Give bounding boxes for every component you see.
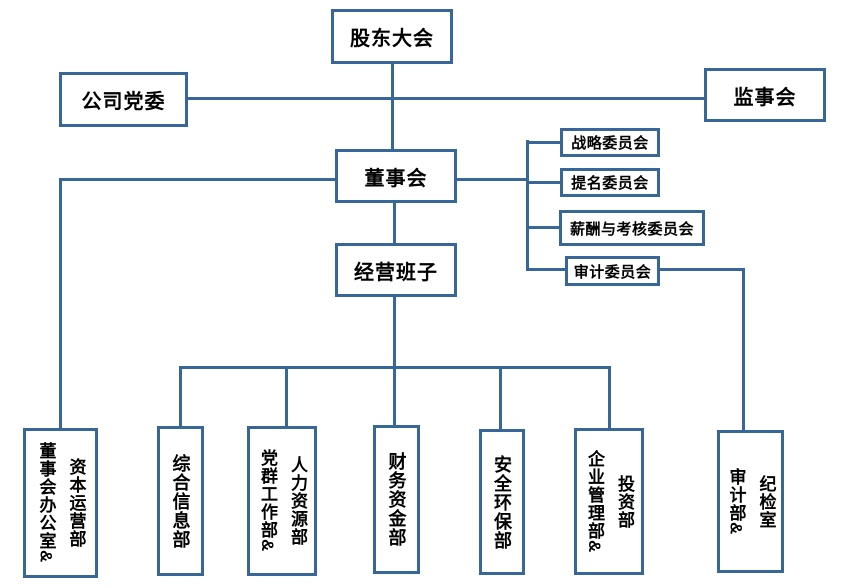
node-nomination-committee: 提名委员会 (560, 168, 660, 197)
connector-board-management (393, 202, 396, 245)
node-board-of-directors: 董事会 (335, 149, 457, 203)
dept-column: 投资部 (615, 474, 634, 529)
dept-column: 企业管理部& (585, 449, 604, 554)
node-dept-investment-enterprise-management: 投资部 企业管理部& (574, 428, 644, 575)
connector-stub-nomination (526, 181, 562, 184)
node-compensation-assessment-committee: 薪酬与考核委员会 (559, 210, 705, 246)
node-nomination-committee-label: 提名委员会 (571, 175, 649, 192)
dept-column: 综合信息部 (170, 453, 191, 549)
node-management-team: 经营班子 (335, 243, 457, 297)
connector-management-bar (393, 296, 396, 368)
node-supervisory-board-label: 监事会 (733, 86, 797, 109)
node-strategy-committee: 战略委员会 (560, 128, 660, 157)
node-dept-general-information: 综合信息部 (157, 426, 204, 576)
connector-drop-hr-party (285, 366, 288, 428)
node-dept-general-information-label: 综合信息部 (170, 454, 192, 549)
connector-board-left (59, 178, 336, 181)
dept-column: 董事会办公室& (36, 442, 56, 564)
node-dept-hr-party-mass-work: 人力资源部 党群工作部& (247, 426, 317, 576)
connector-party-supervisory (188, 97, 705, 100)
node-dept-safety-environment: 安全环保部 (479, 429, 525, 575)
node-dept-discipline-inspection-audit: 纪检室 审计部& (717, 430, 784, 573)
node-dept-board-office-capital-operations-label: 资本运营部 董事会办公室& (31, 442, 91, 563)
node-dept-investment-enterprise-management-label: 投资部 企业管理部& (579, 450, 639, 553)
node-party-committee-label: 公司党委 (81, 91, 166, 113)
node-strategy-committee-label: 战略委员会 (571, 135, 649, 152)
node-dept-finance-capital-label: 财务资金部 (386, 452, 408, 547)
node-audit-committee: 审计委员会 (565, 256, 660, 286)
connector-left-down-to-board-office (59, 178, 62, 430)
node-shareholders-meeting: 股东大会 (331, 9, 453, 64)
dept-column: 党群工作部& (258, 449, 277, 553)
connector-stub-audit-committee (526, 268, 567, 271)
connector-drop-safety (499, 366, 502, 431)
dept-column: 纪检室 (756, 474, 776, 529)
node-board-of-directors-label: 董事会 (364, 167, 428, 190)
connector-drop-enterprise (608, 366, 611, 430)
dept-column: 财务资金部 (386, 452, 407, 547)
connector-audit-committee-to-audit-dept-v (742, 268, 745, 432)
node-dept-finance-capital: 财务资金部 (373, 425, 420, 574)
node-shareholders-meeting-label: 股东大会 (350, 28, 434, 50)
node-audit-committee-label: 审计委员会 (573, 263, 652, 281)
connector-drop-finance (393, 366, 396, 427)
connector-committee-spine (526, 140, 529, 271)
dept-column: 审计部& (726, 467, 746, 536)
connector-drop-general-information (179, 366, 182, 428)
dept-column: 资本运营部 (66, 458, 86, 548)
node-compensation-assessment-committee-label: 薪酬与考核委员会 (569, 220, 694, 238)
node-dept-board-office-capital-operations: 资本运营部 董事会办公室& (23, 428, 98, 578)
node-dept-discipline-inspection-audit-label: 纪检室 审计部& (721, 468, 781, 535)
connector-shareholders-board (391, 63, 394, 150)
connector-board-right (455, 178, 528, 181)
connector-stub-strategy (526, 141, 562, 144)
node-party-committee: 公司党委 (59, 72, 188, 127)
node-dept-hr-party-mass-work-label: 人力资源部 党群工作部& (252, 449, 312, 552)
node-dept-safety-environment-label: 安全环保部 (491, 455, 513, 550)
connector-stub-compensation (526, 226, 561, 229)
node-management-team-label: 经营班子 (354, 261, 438, 284)
dept-column: 安全环保部 (492, 454, 512, 550)
node-supervisory-board: 监事会 (704, 68, 826, 122)
dept-column: 人力资源部 (288, 456, 307, 546)
connector-audit-committee-to-audit-dept-h (658, 268, 745, 271)
